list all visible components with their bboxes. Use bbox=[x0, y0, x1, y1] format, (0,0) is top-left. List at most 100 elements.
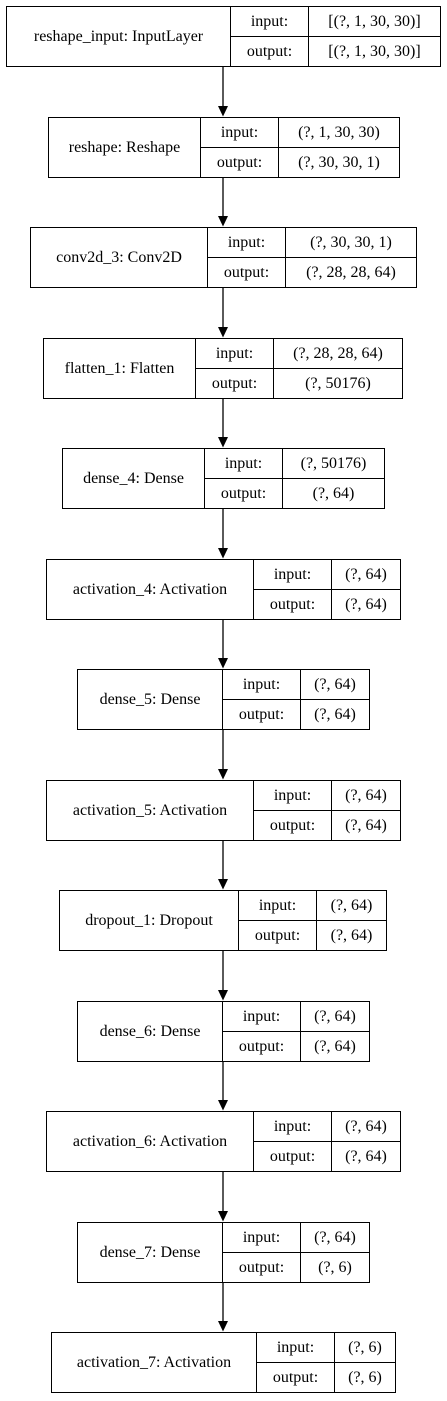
output-row: output:(?, 6) bbox=[257, 1362, 395, 1392]
arrow-head-icon bbox=[218, 548, 228, 559]
output-label: output: bbox=[254, 1142, 332, 1171]
output-shape: (?, 64) bbox=[345, 595, 387, 613]
input-row: input: (?, 64) bbox=[254, 1112, 400, 1141]
arrow-head-icon bbox=[218, 1100, 228, 1111]
input-row: input:[(?, 1, 30, 30)] bbox=[231, 7, 440, 36]
input-row: input:(?, 64) bbox=[223, 1223, 369, 1252]
output-shape: (?, 64) bbox=[330, 926, 373, 944]
layer-shape-table: input:(?, 30, 30, 1)output: (?, 28, 28, 6… bbox=[208, 228, 416, 287]
input-label: input: bbox=[231, 7, 309, 36]
layer-shape-table: input:(?, 64)output:(?, 6) bbox=[223, 1223, 369, 1282]
layer-name: dropout_1: Dropout bbox=[60, 891, 239, 950]
input-label: input: bbox=[257, 1333, 335, 1362]
layer-name: dense_6: Dense bbox=[78, 1002, 223, 1061]
output-shape: (?, 6) bbox=[318, 1258, 352, 1276]
input-shape: (?, 64) bbox=[314, 1007, 356, 1025]
layer-shape-table: input: (?, 50176) output: (?, 64) bbox=[205, 449, 384, 508]
arrow-head-icon bbox=[218, 216, 228, 227]
output-shape: (?, 64) bbox=[345, 816, 387, 834]
arrow-head-icon bbox=[218, 879, 228, 890]
arrow-head-icon bbox=[218, 658, 228, 669]
output-label: output: bbox=[257, 1363, 335, 1392]
output-shape: [(?, 1, 30, 30)] bbox=[328, 42, 421, 60]
layer-name: dense_4: Dense bbox=[63, 449, 205, 508]
layer-name: conv2d_3: Conv2D bbox=[31, 228, 208, 287]
arrow-head-icon bbox=[218, 437, 228, 448]
layer-shape-table: input: (?, 6) output:(?, 6) bbox=[257, 1333, 395, 1392]
arrow-head-icon bbox=[218, 769, 228, 780]
layer-shape-table: input:(?, 64)output:(?, 64) bbox=[223, 670, 369, 729]
input-label: input: bbox=[208, 228, 286, 257]
layer-name: activation_4: Activation bbox=[47, 560, 254, 619]
input-shape: (?, 50176) bbox=[300, 454, 367, 472]
layer-shape-table: input:(?, 64)output: (?, 64) bbox=[239, 891, 386, 950]
input-row: input:(?, 64) bbox=[239, 891, 386, 920]
output-row: output:(?, 64) bbox=[223, 699, 369, 729]
output-row: output: [(?, 1, 30, 30)] bbox=[231, 36, 440, 66]
layer-name: activation_7: Activation bbox=[52, 1333, 257, 1392]
input-label: input: bbox=[239, 891, 317, 920]
input-shape: (?, 1, 30, 30) bbox=[298, 123, 380, 141]
layer-shape-table: input:(?, 64)output:(?, 64) bbox=[254, 560, 400, 619]
arrow-head-icon bbox=[218, 1321, 228, 1332]
output-label: output: bbox=[201, 148, 279, 177]
input-shape: (?, 64) bbox=[345, 786, 387, 804]
output-row: output:(?, 6) bbox=[223, 1252, 369, 1282]
output-shape: (?, 28, 28, 64) bbox=[306, 263, 396, 281]
output-label: output: bbox=[239, 921, 317, 950]
output-label: output: bbox=[208, 258, 286, 287]
input-label: input: bbox=[201, 118, 279, 147]
output-row: output:(?, 30, 30, 1) bbox=[201, 147, 399, 177]
layer-name: activation_6: Activation bbox=[47, 1112, 254, 1171]
layer-shape-table: input:(?, 64)output:(?, 64) bbox=[254, 781, 400, 840]
output-row: output: (?, 64) bbox=[205, 478, 384, 508]
output-label: output: bbox=[205, 479, 283, 508]
output-label: output: bbox=[196, 369, 274, 398]
layer-name: dense_5: Dense bbox=[78, 670, 223, 729]
input-shape: (?, 6) bbox=[348, 1338, 382, 1356]
output-label: output: bbox=[231, 37, 309, 66]
arrow-head-icon bbox=[218, 990, 228, 1001]
input-shape: (?, 64) bbox=[314, 1228, 356, 1246]
output-label: output: bbox=[254, 811, 332, 840]
output-row: output: (?, 64) bbox=[239, 920, 386, 950]
layer-name: reshape_input: InputLayer bbox=[7, 7, 231, 66]
input-row: input: (?, 64) bbox=[254, 560, 400, 589]
input-label: input: bbox=[223, 670, 301, 699]
output-row: output: (?, 64) bbox=[254, 1141, 400, 1171]
input-shape: (?, 64) bbox=[345, 1117, 387, 1135]
output-row: output:(?, 64) bbox=[254, 589, 400, 619]
arrow-head-icon bbox=[218, 327, 228, 338]
input-row: input:(?, 28, 28, 64) bbox=[196, 339, 402, 368]
output-shape: (?, 50176) bbox=[305, 374, 371, 392]
input-label: input: bbox=[205, 449, 283, 478]
output-row: output:(?, 64) bbox=[223, 1031, 369, 1061]
layer-name: flatten_1: Flatten bbox=[44, 339, 196, 398]
output-shape: (?, 64) bbox=[312, 484, 355, 502]
output-shape: (?, 64) bbox=[345, 1147, 387, 1165]
output-row: output: (?, 28, 28, 64) bbox=[208, 257, 416, 287]
layer-shape-table: input: (?, 1, 30, 30) output:(?, 30, 30, 1… bbox=[201, 118, 399, 177]
layer-shape-table: input:(?, 28, 28, 64)output: (?, 50176) bbox=[196, 339, 402, 398]
input-shape: (?, 64) bbox=[345, 565, 387, 583]
input-shape: (?, 64) bbox=[314, 675, 356, 693]
input-label: input: bbox=[254, 560, 332, 589]
input-label: input: bbox=[254, 1112, 332, 1141]
input-row: input: (?, 50176) bbox=[205, 449, 384, 478]
layer-shape-table: input:[(?, 1, 30, 30)]output: [(?, 1, 30,… bbox=[231, 7, 440, 66]
output-shape: (?, 64) bbox=[314, 705, 356, 723]
input-label: input: bbox=[196, 339, 274, 368]
input-row: input:(?, 30, 30, 1) bbox=[208, 228, 416, 257]
input-row: input: (?, 6) bbox=[257, 1333, 395, 1362]
